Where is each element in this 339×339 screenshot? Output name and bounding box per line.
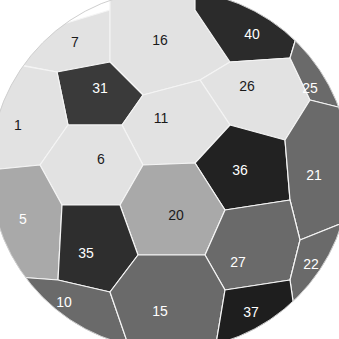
face-label-box: 31	[90, 79, 110, 97]
face-number: 10	[56, 294, 72, 310]
face-27	[205, 200, 300, 290]
face-number: 15	[152, 303, 168, 319]
face-number: 35	[78, 245, 94, 261]
face-label-box: 40	[242, 25, 262, 43]
face-number: 31	[92, 80, 108, 96]
face-number: 5	[19, 211, 27, 227]
face-20	[120, 163, 225, 255]
face-number: 6	[97, 151, 105, 167]
face-number: 40	[244, 26, 260, 42]
face-number: 27	[230, 254, 246, 270]
face-number: 20	[168, 207, 184, 223]
face-label-box: 22	[301, 255, 321, 273]
face-number: 11	[154, 110, 169, 126]
face-label-box: 20	[166, 206, 186, 224]
face-number: 1	[14, 117, 22, 133]
face-7	[0, 10, 110, 72]
face-label-box: 36	[230, 161, 250, 179]
face-label-box: 15	[150, 302, 170, 320]
face-number: 7	[71, 34, 79, 50]
face-label-box: 21	[304, 166, 324, 184]
face-number: 22	[303, 256, 319, 272]
face-label-box: 35	[76, 244, 96, 262]
face-10	[0, 275, 130, 339]
face-22	[290, 220, 339, 339]
face-15	[110, 255, 225, 339]
face-number: 16	[152, 32, 168, 48]
face-25	[290, 0, 339, 110]
face-label-box: 11	[152, 109, 171, 127]
face-number: 26	[239, 78, 255, 94]
face-5	[0, 165, 62, 280]
face-label-box: 25	[300, 79, 320, 97]
face-label-box: 37	[241, 303, 261, 321]
face-label-box: 10	[54, 293, 74, 311]
face-label-box: 1	[12, 116, 24, 134]
face-number: 25	[302, 80, 318, 96]
face-37	[215, 280, 300, 339]
face-label-box: 27	[228, 253, 248, 271]
face-label-box: 6	[95, 150, 107, 168]
face-number: 21	[306, 167, 322, 183]
face-number: 36	[232, 162, 248, 178]
face-label-box: 26	[237, 77, 257, 95]
face-label-box: 5	[17, 210, 29, 228]
face-label-box: 16	[150, 31, 170, 49]
face-number: 37	[243, 304, 259, 320]
face-label-box: 7	[69, 33, 81, 51]
